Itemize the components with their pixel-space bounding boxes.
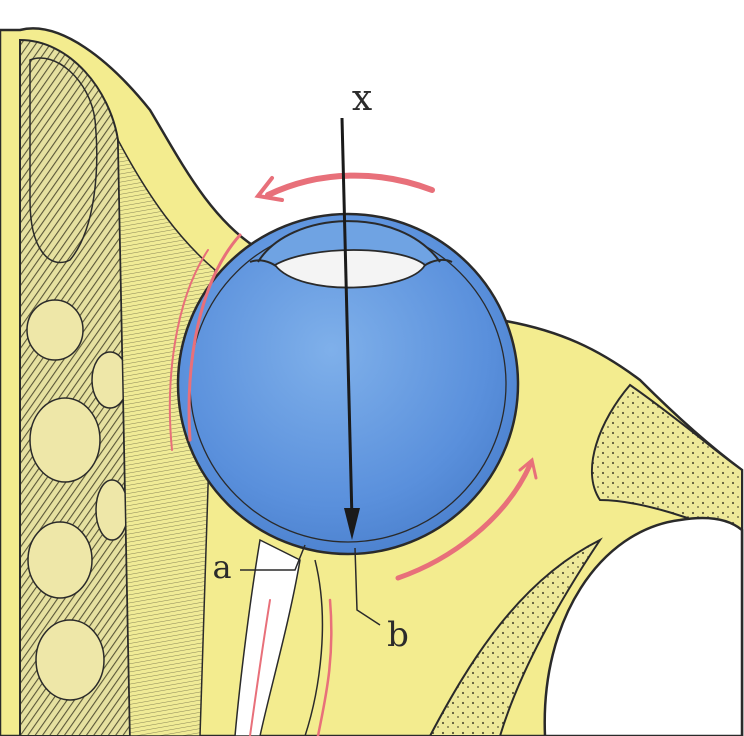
label-point-b: b — [387, 615, 409, 655]
label-axis-x: x — [352, 78, 372, 119]
label-point-a: a — [212, 548, 231, 586]
